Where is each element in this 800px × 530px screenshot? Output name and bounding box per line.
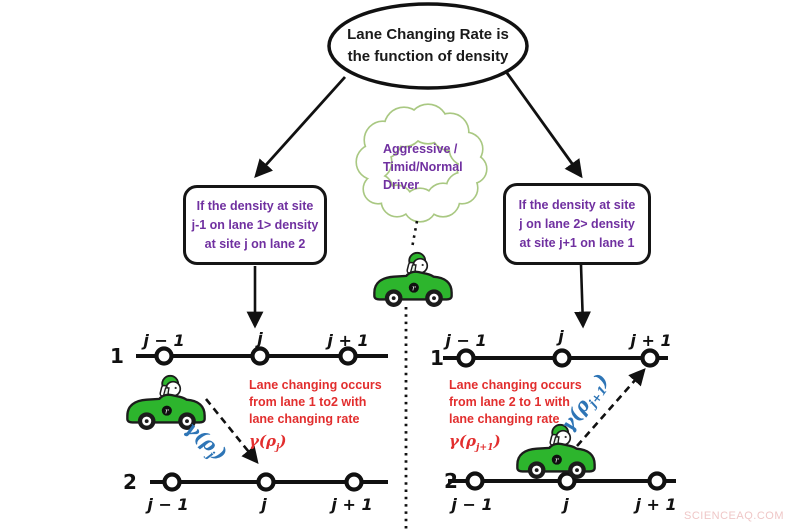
left-note-line2: from lane 1 to2 with [249, 395, 367, 409]
left-condition-line1: If the density at site [196, 198, 314, 213]
right-lane2-line [448, 471, 676, 491]
ellipse-title-line2: the function of density [347, 48, 509, 65]
flow-arrow-right [505, 72, 583, 179]
lane-change-arrow-right [576, 368, 646, 447]
right-note-formula: γ(ρj+1) [449, 432, 501, 453]
right-note-line3: lane changing rate [449, 412, 560, 426]
left-lane1-site-jm1: j − 1 [143, 331, 185, 350]
right-condition-line1: If the density at site [518, 197, 636, 212]
right-note-line1: Lane changing occurs [449, 378, 582, 392]
right-lane2-site-jp1: j + 1 [635, 495, 677, 514]
left-condition-line2: j-1 on lane 1> density [191, 217, 319, 232]
cloud-text-line3: Driver [383, 178, 420, 192]
cloud-text-line1: Aggressive / [383, 142, 458, 156]
right-condition-line2: j on lane 2> density [519, 216, 635, 231]
right-lane1-site-jp1: j + 1 [630, 331, 672, 350]
left-condition-line3: at site j on lane 2 [204, 236, 306, 251]
left-note-line3: lane changing rate [249, 412, 360, 426]
right-note-line2: from lane 2 to 1 with [449, 395, 570, 409]
left-note: Lane changing occurs from lane 1 to2 wit… [249, 377, 399, 453]
cloud-tail-dotted-line [410, 220, 419, 249]
right-condition-line3: at site j+1 on lane 1 [519, 235, 635, 250]
left-note-line1: Lane changing occurs [249, 378, 382, 392]
right-lane1-line [443, 348, 668, 368]
lane-change-arrow-left [204, 398, 259, 464]
left-lane1-site-jp1: j + 1 [327, 331, 369, 350]
left-lane2-number: 2 [123, 470, 137, 494]
right-lane1-number: 1 [430, 346, 444, 370]
left-note-formula: γ(ρj) [249, 432, 287, 453]
cloud-text-line2: Timid/Normal [383, 160, 463, 174]
right-box-down-arrow [574, 264, 591, 329]
left-lane2-site-jm1: j − 1 [147, 495, 189, 514]
cloud-text: Aggressive / Timid/Normal Driver [383, 140, 495, 194]
ellipse-title: Lane Changing Rate is the function of de… [328, 24, 528, 68]
right-lane2-site-jm1: j − 1 [451, 495, 493, 514]
thought-cloud-icon [355, 103, 488, 223]
flow-arrow-left [254, 76, 347, 179]
left-lane2-line [150, 472, 388, 492]
left-condition-box: If the density at site j-1 on lane 1> de… [183, 185, 327, 265]
right-lane2-site-j: j [563, 495, 569, 514]
left-lane2-site-jp1: j + 1 [331, 495, 373, 514]
watermark: SCIENCEAQ.COM [683, 510, 784, 522]
ellipse-title-line1: Lane Changing Rate is [347, 26, 509, 43]
concept-ellipse [327, 2, 529, 90]
right-note: Lane changing occurs from lane 2 to 1 wi… [449, 377, 599, 453]
right-lane1-site-j: j [558, 327, 564, 346]
left-lane1-site-j: j [257, 329, 263, 348]
right-condition-box: If the density at site j on lane 2> dens… [503, 183, 651, 265]
left-lane1-number: 1 [110, 344, 124, 368]
right-lane1-site-jm1: j − 1 [445, 331, 487, 350]
right-lane2-number: 2 [444, 469, 458, 493]
car-icon-center [373, 251, 453, 309]
left-lane2-site-j: j [261, 495, 267, 514]
left-lane1-line [136, 346, 388, 366]
